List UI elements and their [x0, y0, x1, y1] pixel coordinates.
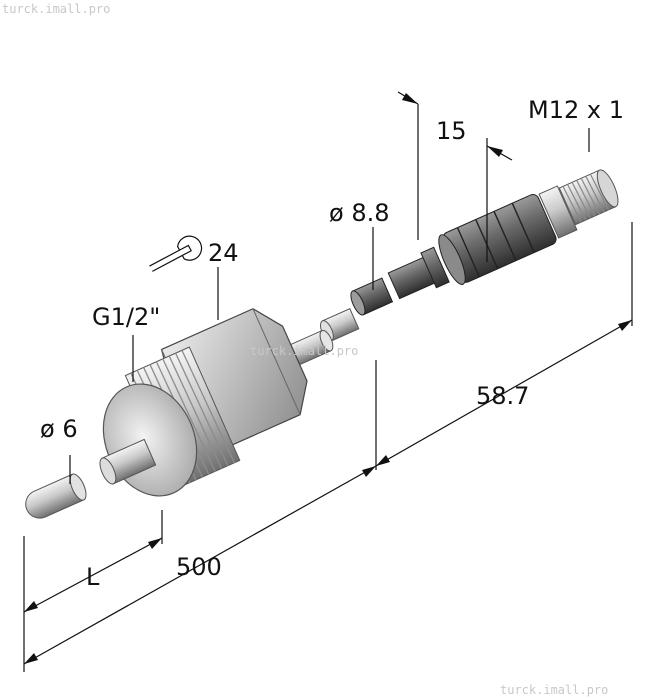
probe-rod — [99, 438, 157, 485]
label-probe-diameter: ø 6 — [40, 415, 78, 443]
label-cable-length: 500 — [176, 553, 222, 581]
dimension-lines — [23, 91, 633, 672]
probe-tip — [25, 473, 87, 519]
label-connector-offset: 15 — [436, 117, 467, 145]
dimension-arrows — [24, 93, 632, 664]
label-immersion-length: L — [86, 563, 100, 591]
watermark-center: turck.imall.pro — [250, 344, 358, 358]
watermark-top-left: turck.imall.pro — [2, 2, 111, 16]
m12-connector — [350, 169, 619, 316]
label-m12: M12 x 1 — [528, 96, 624, 124]
label-sleeve-diameter: ø 8.8 — [329, 199, 389, 227]
watermark-bottom-right: turck.imall.pro — [500, 683, 609, 697]
label-process-thread: G1/2" — [92, 303, 160, 331]
wrench-icon — [149, 235, 203, 272]
label-connector-length: 58.7 — [476, 382, 529, 410]
label-wrench-size: 24 — [208, 239, 239, 267]
